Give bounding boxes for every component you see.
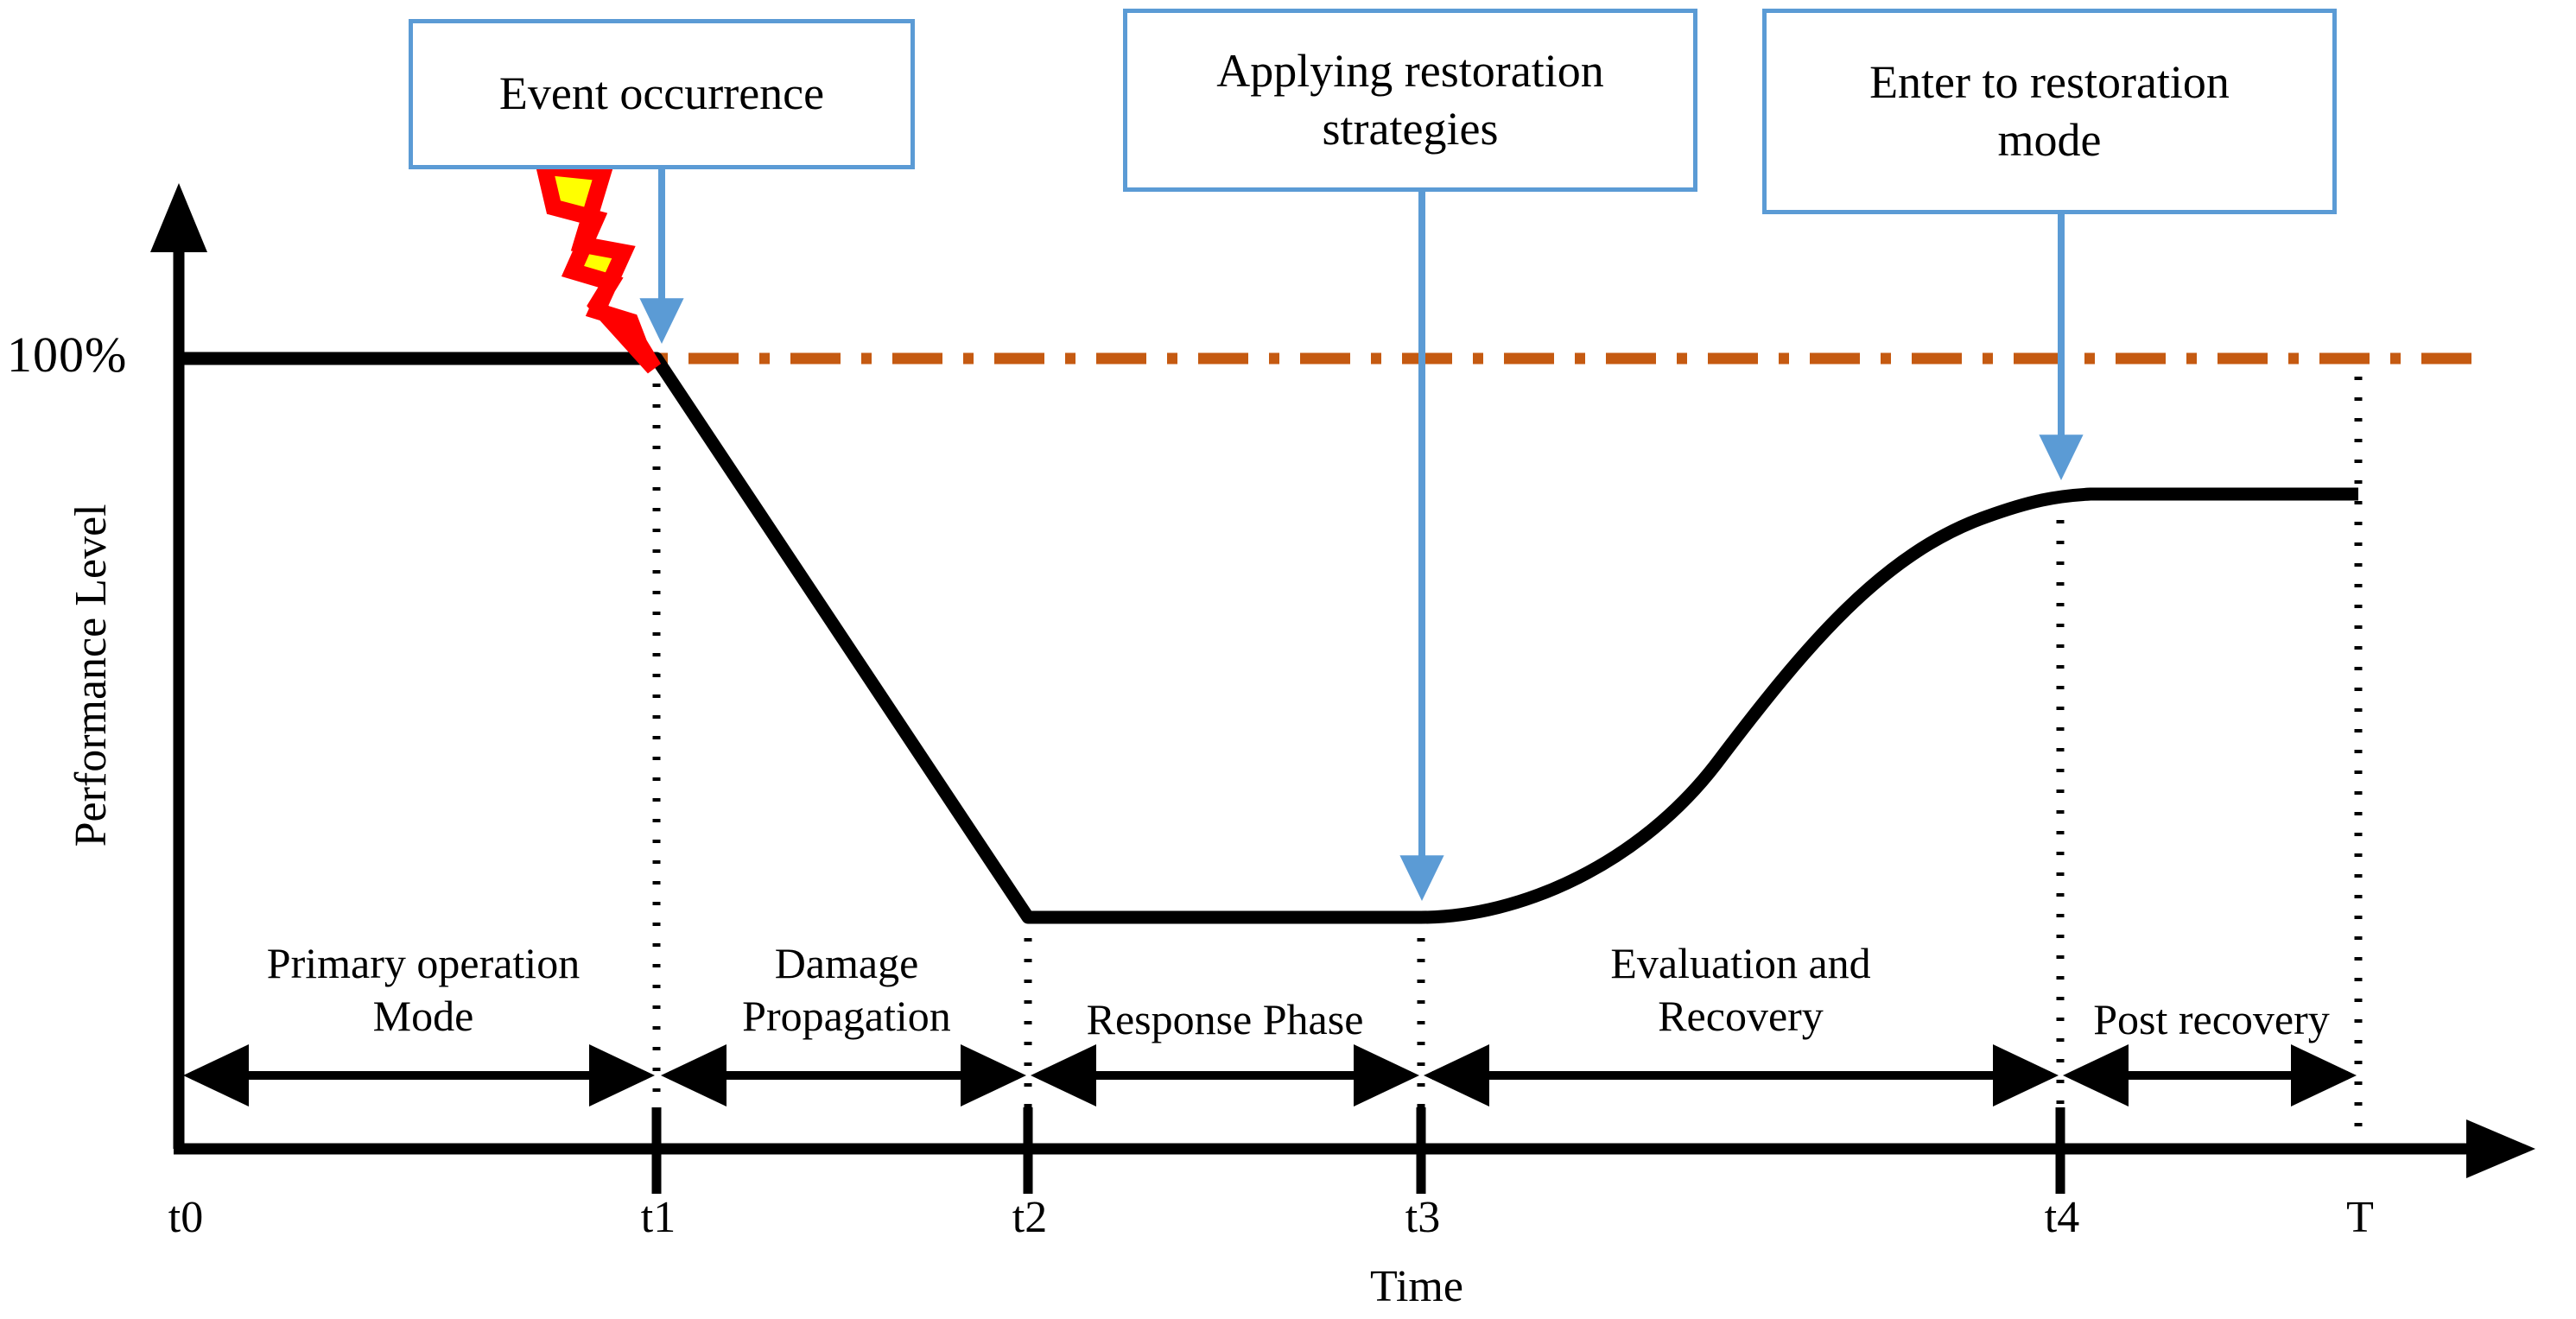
x-axis-tick-label-t1: t1 [640, 1193, 676, 1242]
axis-group [150, 183, 2535, 1178]
x-axis-tick-label-t0: t0 [168, 1193, 204, 1242]
phase-boundary-guides [652, 356, 2363, 1149]
x-axis-tick-label-t4: t4 [2044, 1193, 2080, 1242]
x-axis-ticks [651, 1107, 2065, 1194]
callout-box-event-occurrence[interactable]: Event occurrence [409, 19, 915, 169]
performance-curve [179, 352, 2358, 924]
callout-leader-lines [639, 169, 2084, 902]
y-axis-arrowhead [150, 183, 207, 252]
phase-label-response-phase: Response Phase [1086, 995, 1364, 1043]
x-axis-tick-label-T: T [2346, 1193, 2374, 1242]
x-axis-tick-label-t2: t2 [1012, 1193, 1048, 1242]
x-axis-tick-label-t3: t3 [1405, 1193, 1441, 1242]
y-axis-title: Performance Level [67, 504, 117, 847]
x-axis-title: Time [1370, 1262, 1463, 1311]
phase-label-post-recovery: Post recovery [2093, 995, 2330, 1043]
x-axis-arrowhead [2466, 1119, 2535, 1178]
y-axis-tick-label-100: 100% [7, 327, 128, 383]
lightning-bolt-icon [533, 157, 662, 374]
callout-label-event-occurrence: Event occurrence [498, 67, 825, 120]
